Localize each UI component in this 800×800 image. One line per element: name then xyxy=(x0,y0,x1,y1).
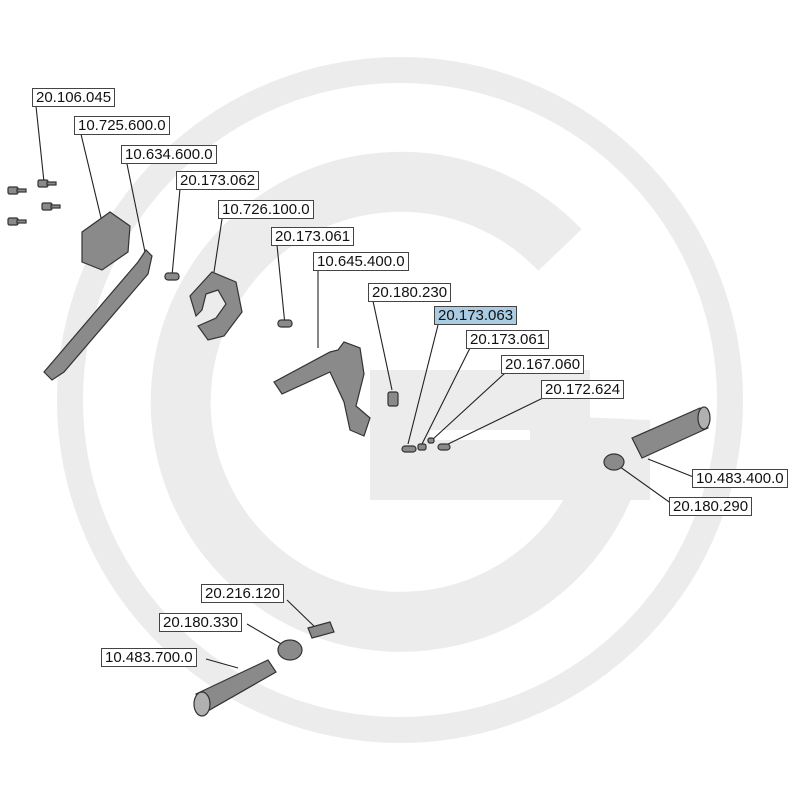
clip-icon xyxy=(307,621,335,639)
part-label[interactable]: 20.216.120 xyxy=(201,584,285,603)
part-label[interactable]: 10.645.400.0 xyxy=(313,252,409,271)
pin-icon xyxy=(401,445,417,453)
part-label[interactable]: 20.173.061 xyxy=(466,330,550,349)
part-label[interactable]: 20.180.330 xyxy=(159,613,243,632)
parts xyxy=(7,179,711,717)
spring-icon xyxy=(603,453,625,471)
part-label[interactable]: 20.106.045 xyxy=(32,88,116,107)
part-label[interactable]: 10.483.400.0 xyxy=(692,469,788,488)
part-label[interactable]: 20.167.060 xyxy=(501,355,585,374)
spring-icon xyxy=(277,639,303,661)
tube-icon xyxy=(631,407,709,459)
spring-icon xyxy=(387,391,399,407)
cover-plate-icon xyxy=(81,211,131,271)
pin-icon xyxy=(277,319,293,328)
shaft-lever-icon xyxy=(273,341,371,437)
part-label[interactable]: 20.180.290 xyxy=(669,497,753,516)
pin-icon xyxy=(417,443,427,451)
part-label-highlighted[interactable]: 20.173.063 xyxy=(434,306,518,325)
pin-icon xyxy=(164,272,180,281)
bracket-icon xyxy=(189,271,243,341)
granit-g-logo-icon xyxy=(57,57,743,743)
lever-arm-icon xyxy=(43,249,153,381)
part-label[interactable]: 10.634.600.0 xyxy=(121,145,217,164)
part-label[interactable]: 20.173.061 xyxy=(271,227,355,246)
pin-icon xyxy=(437,443,451,451)
part-label[interactable]: 20.172.624 xyxy=(541,380,625,399)
part-label[interactable]: 20.173.062 xyxy=(176,171,260,190)
part-label[interactable]: 10.725.600.0 xyxy=(74,116,170,135)
part-label[interactable]: 10.726.100.0 xyxy=(218,200,314,219)
leader-lines xyxy=(35,105,697,669)
part-label[interactable]: 20.180.230 xyxy=(368,283,452,302)
bolt-icon xyxy=(7,179,61,226)
pin-icon xyxy=(427,437,435,444)
part-label[interactable]: 10.483.700.0 xyxy=(101,648,197,667)
